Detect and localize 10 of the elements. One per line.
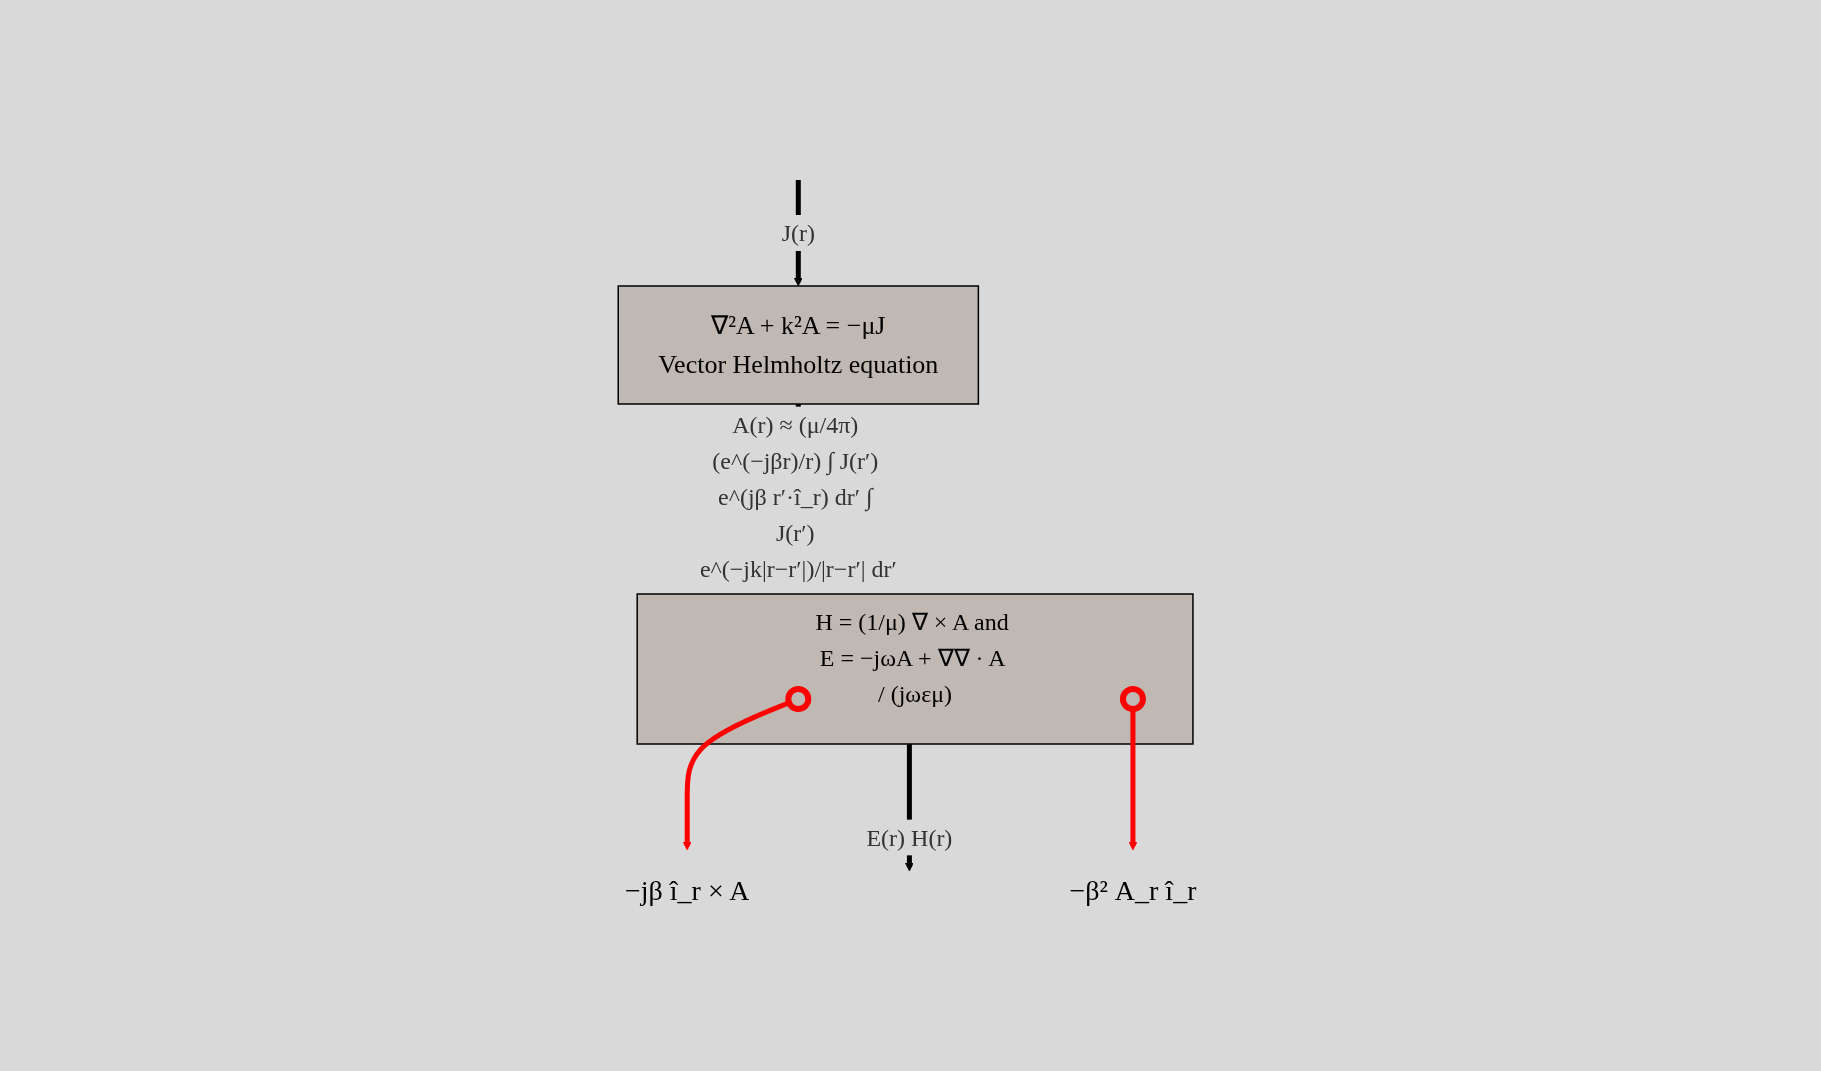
node-box: ∇²A + k²A = −μJ Vector Helmholtz equation (617, 284, 979, 405)
node-circle (785, 685, 812, 712)
arrow (682, 699, 790, 850)
node-text: −jβ î_r × A (624, 874, 750, 906)
node-circle (1119, 685, 1146, 712)
cluster: H = (1/μ) ∇ × A and E = −jωA + ∇∇ · A / (jωεμ) (636, 592, 1194, 745)
edge-label: A(r) ≈ (μ/4π) (e^(−jβr)/r) ∫ J(r′) e^(jβ r′·î_r) dr′ ∫ J(r′) e^(−jk|r−r′|)/|r−r′| dr′ (699, 411, 897, 581)
node-text: −β² A_r î_r (1069, 874, 1197, 906)
edge-label: E(r) H(r) (866, 824, 953, 850)
edge-label: J(r) (781, 219, 815, 246)
